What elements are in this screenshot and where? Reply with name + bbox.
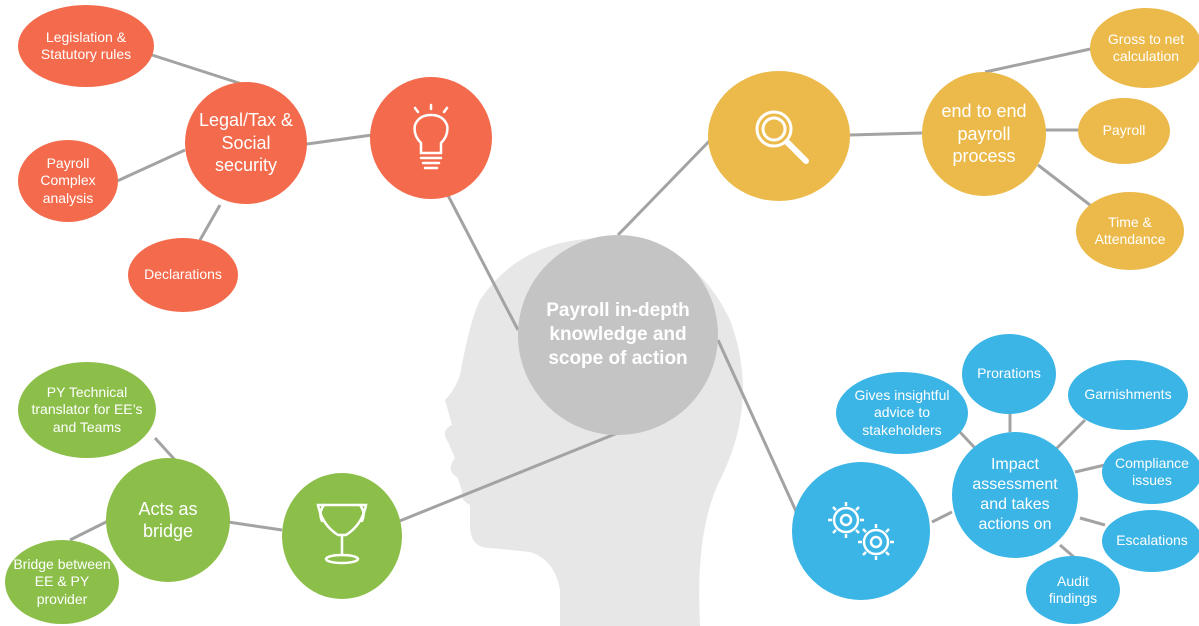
bridge-leaf-label: Bridge between EE & PY provider [13,555,111,607]
connector [1079,516,1106,527]
process-icon-node [708,71,850,201]
legal-leaf-label: Declarations [144,266,222,283]
process-leaf-label: Gross to net calculation [1107,30,1185,65]
legal-leaf-label: Legislation & Statutory rules [40,28,132,63]
gears-icon [828,502,894,560]
bridge-hub: Acts as bridge [106,458,230,582]
central-topic-label: Payroll in-depth knowledge and scope of … [546,300,690,369]
impact-icon-node [792,462,930,600]
impact-leaf-label: Compliance issues [1115,454,1189,489]
impact-leaf: Compliance issues [1102,440,1199,504]
impact-leaf: Prorations [962,334,1056,414]
impact-leaf: Gives insightful advice to stakeholders [836,372,968,454]
legal-leaf: Legislation & Statutory rules [18,5,154,87]
connector [716,339,802,521]
connector [1059,543,1076,560]
process-leaf: Time & Attendance [1076,192,1184,270]
impact-leaf-label: Gives insightful advice to stakeholders [854,386,950,438]
legal-hub: Legal/Tax & Social security [185,82,307,204]
impact-leaf-label: Garnishments [1084,386,1172,403]
central-topic: Payroll in-depth knowledge and scope of … [518,235,718,435]
connector [1037,163,1091,207]
impact-leaf: Garnishments [1068,360,1188,430]
connector [153,436,177,462]
impact-leaf-label: Escalations [1116,532,1188,549]
process-leaf: Gross to net calculation [1090,8,1199,88]
legal-leaf-label: Payroll Complex analysis [40,154,96,206]
bridge-icon-node [282,473,402,599]
process-leaf-label: Time & Attendance [1094,213,1166,248]
impact-hub-label: Impact assessment and takes actions on [972,456,1058,533]
bridge-leaf: PY Technical translator for EE’s and Tea… [18,362,156,458]
connector [1074,463,1106,474]
connector [114,148,186,184]
impact-leaf: Escalations [1102,510,1199,572]
connector [364,430,621,537]
connector [151,53,246,87]
connector [299,133,373,147]
bridge-hub-label: Acts as bridge [138,498,198,542]
legal-leaf: Payroll Complex analysis [18,140,118,222]
lightbulb-icon [413,103,449,170]
impact-hub: Impact assessment and takes actions on [952,432,1078,558]
legal-icon-node [370,77,492,199]
bridge-leaf: Bridge between EE & PY provider [5,540,119,624]
connector [227,520,283,532]
impact-leaf: Audit findings [1026,556,1120,624]
magnifier-icon [755,110,809,164]
legal-hub-label: Legal/Tax & Social security [198,110,294,176]
connector [1053,418,1087,452]
process-hub: end to end payroll process [922,72,1046,196]
connector [198,204,222,241]
connector [438,179,520,331]
process-leaf: Payroll [1078,98,1170,164]
impact-leaf-label: Prorations [977,365,1041,382]
bridge-leaf-label: PY Technical translator for EE’s and Tea… [31,383,143,435]
process-leaf-label: Payroll [1102,122,1146,139]
connector [984,46,1096,74]
connector [956,428,977,450]
connector [931,510,953,524]
trophy-icon [316,503,368,565]
legal-leaf: Declarations [128,238,238,312]
impact-leaf-label: Audit findings [1048,572,1098,607]
connector [616,128,722,237]
process-hub-label: end to end payroll process [941,101,1027,167]
connector [849,131,923,137]
connector [69,518,111,542]
